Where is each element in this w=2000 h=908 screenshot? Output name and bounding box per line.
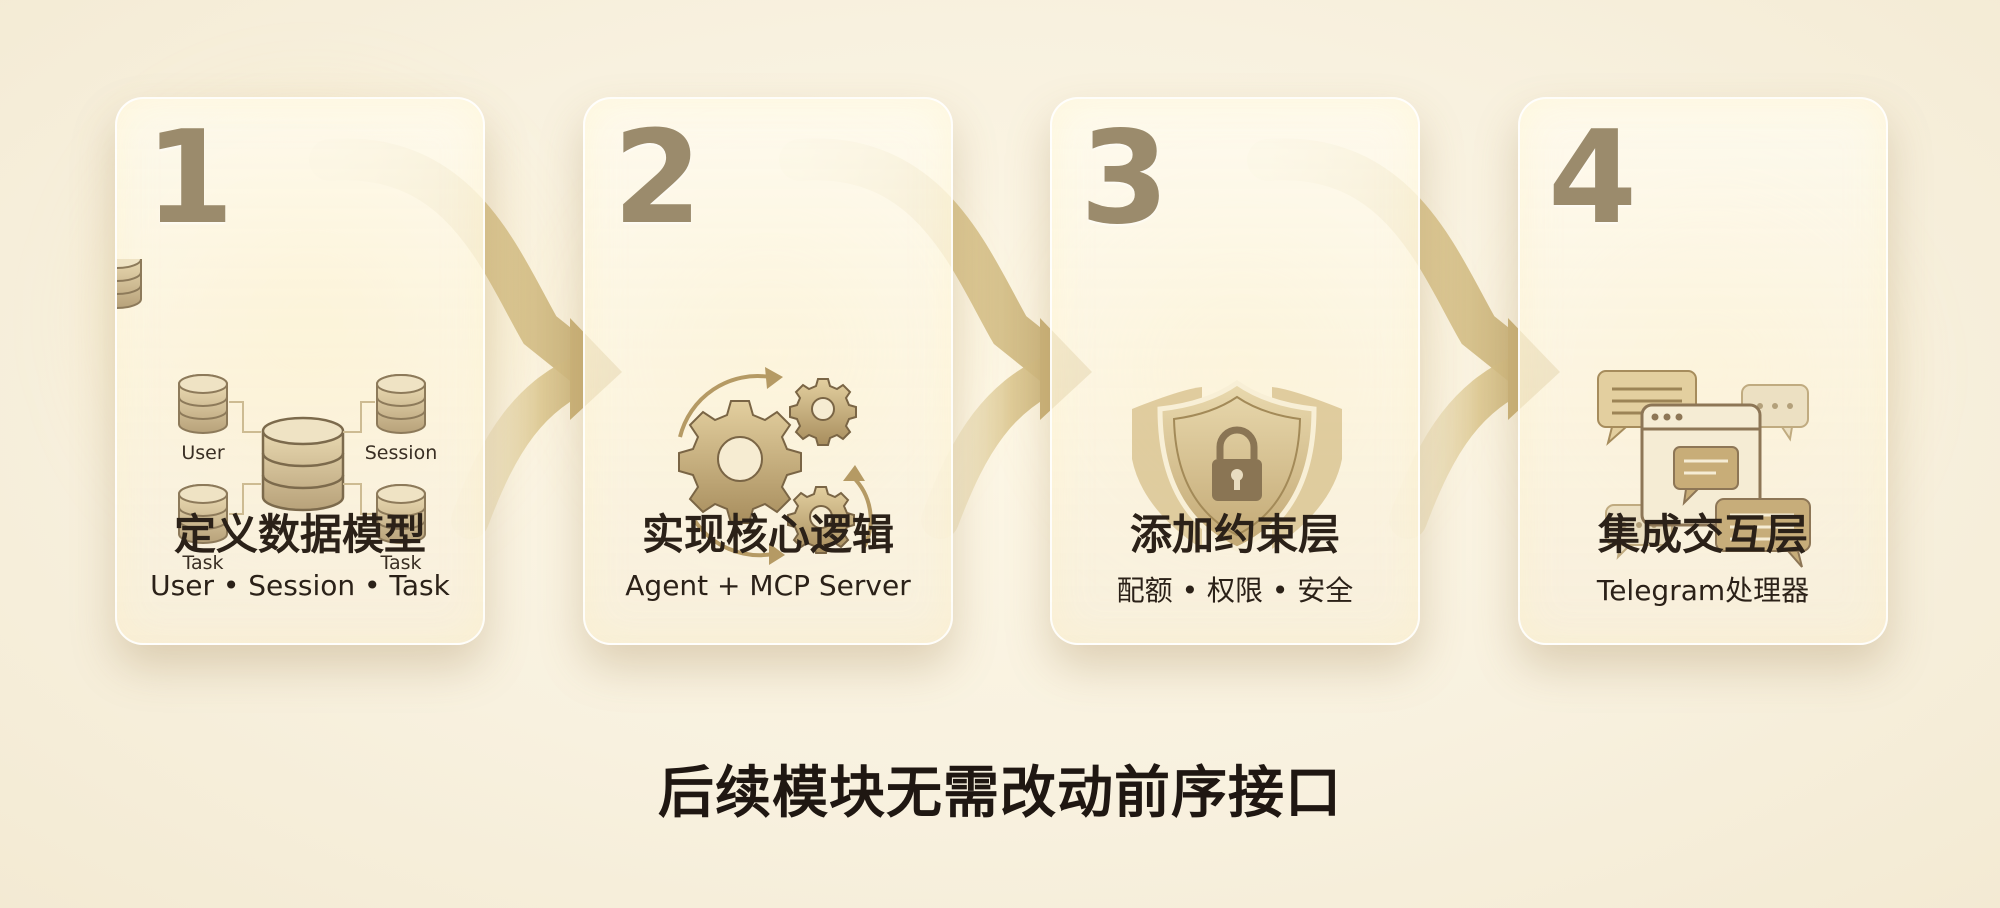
db-label-task: Task <box>379 552 421 574</box>
step-subtitle: Agent + MCP Server <box>625 569 911 602</box>
step-number: 1 <box>145 104 235 253</box>
step-title: 实现核心逻辑 <box>641 510 894 559</box>
step-title: 添加约束层 <box>1129 510 1340 559</box>
shield-lock-icon <box>1132 379 1342 552</box>
step-card-4: 4 集成交互层 Telegram处理器 <box>1518 97 1888 645</box>
step-subtitle: Telegram处理器 <box>1596 574 1810 607</box>
step-card-2: 2 实现核心逻辑 Agent + MCP Server <box>583 97 953 645</box>
db-label-task: Task <box>181 552 223 574</box>
step-number: 2 <box>613 104 703 253</box>
step-subtitle: 配额 • 权限 • 安全 <box>1116 574 1354 607</box>
gears-icon <box>678 367 873 565</box>
chat-bubbles-icon <box>1597 370 1811 568</box>
step-title: 定义数据模型 <box>173 510 426 559</box>
step-number: 4 <box>1548 104 1638 253</box>
step-card-1: 1 User Session Task Task 定义数据模型 User • S… <box>115 97 485 645</box>
step-card-3: 3 添加约束层 配额 • 权限 • 安全 <box>1050 97 1420 645</box>
step-number: 3 <box>1080 104 1170 253</box>
step-title: 集成交互层 <box>1597 510 1808 559</box>
step-subtitle: User • Session • Task <box>150 569 450 602</box>
db-label-user: User <box>181 442 224 464</box>
bottom-caption: 后续模块无需改动前序接口 <box>658 761 1342 826</box>
database-icon: User Session Task Task <box>117 259 438 574</box>
db-label-session: Session <box>365 442 438 464</box>
